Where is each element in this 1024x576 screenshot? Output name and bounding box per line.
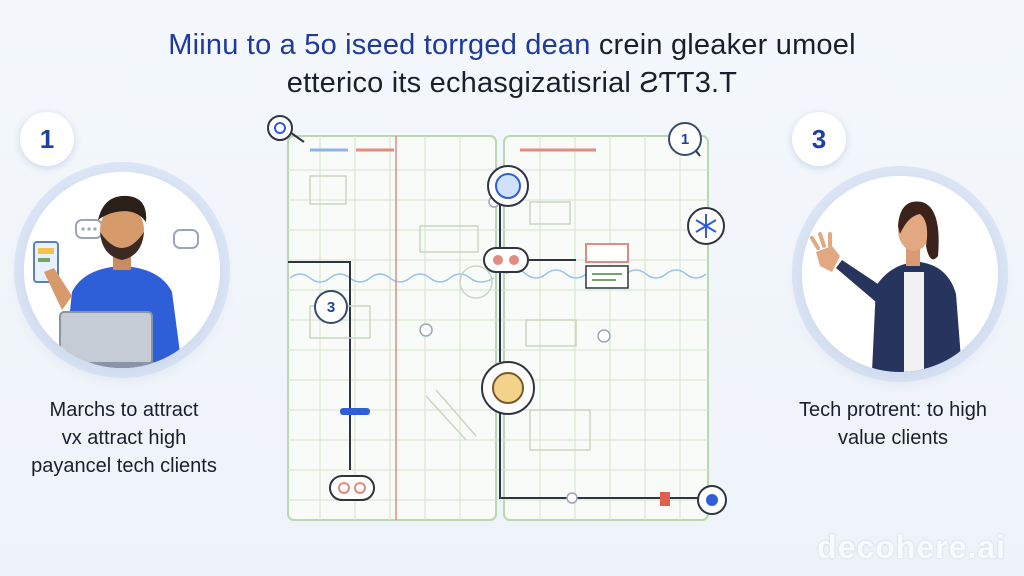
node-bottom-left-icon — [329, 475, 375, 501]
node-center-icon — [481, 361, 535, 415]
title-line-2: etterico its echasgizatisrial ƧƬƬ3.T — [286, 67, 738, 99]
step-badge-right: 3 — [792, 112, 846, 166]
diagram-panel-left — [287, 135, 497, 521]
caption-right-line-1: Tech protrent: to high — [799, 399, 987, 421]
node-end-icon — [697, 485, 727, 515]
node-document-card — [585, 243, 629, 289]
persona-left-circle — [24, 172, 220, 368]
process-diagram — [267, 115, 727, 521]
diagram-step-mid: 3 — [314, 290, 348, 324]
man-with-laptop-illustration — [24, 172, 220, 368]
diagram-step-top: 1 — [668, 122, 702, 156]
title-highlight: Miinu to a 5o iseed torrged dean — [168, 29, 591, 61]
end-marker — [660, 492, 670, 506]
step-badge-left: 1 — [20, 112, 74, 166]
caption-right-line-2: value clients — [837, 427, 949, 449]
caption-left: Marchs to attract vx attract high payanc… — [8, 396, 240, 480]
title-line-1: Miinu to a 5o iseed torrged dean crein g… — [0, 26, 1024, 64]
persona-right-circle — [802, 176, 998, 372]
wave-line-left — [289, 273, 495, 283]
caption-left-line-1: Marchs to attract — [49, 399, 199, 421]
node-network-icon — [687, 207, 725, 245]
watermark: decohere.ai — [817, 529, 1006, 565]
page-title: Miinu to a 5o iseed torrged dean crein g… — [0, 26, 1024, 102]
node-top-icon — [487, 165, 529, 207]
node-top-left-icon — [267, 115, 293, 141]
title-rest: crein gleaker umoel — [590, 29, 856, 61]
caption-right: Tech protrent: to high value clients — [770, 396, 1016, 452]
woman-presenting-illustration — [802, 176, 998, 372]
progress-marker — [340, 408, 370, 415]
caption-left-line-2: vx attract high — [61, 427, 187, 449]
caption-left-line-3: payancel tech clients — [31, 455, 217, 477]
diagram-panel-right — [503, 135, 709, 521]
node-link-icon — [483, 247, 529, 273]
background-sketches — [309, 175, 591, 451]
